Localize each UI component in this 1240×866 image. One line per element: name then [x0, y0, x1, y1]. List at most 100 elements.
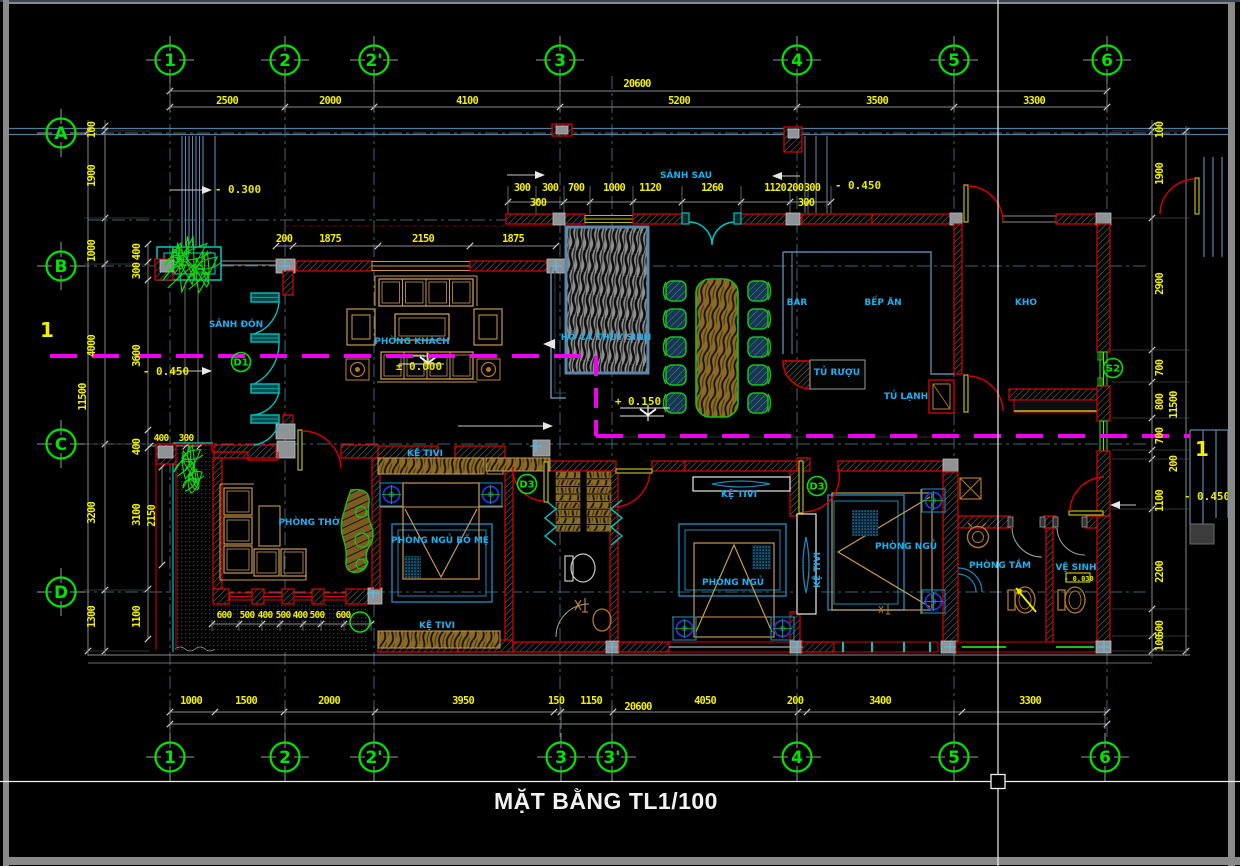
chrome-top-edge [3, 2, 1232, 4]
dim-label: 2000 [319, 95, 341, 107]
bed-quilt-patch [752, 545, 771, 569]
dim-label: 400 [293, 610, 309, 621]
column [785, 212, 801, 226]
tag-circle [1102, 357, 1124, 379]
bubble-label: 2 [279, 51, 291, 71]
l-sofa-cushion [223, 516, 253, 545]
column-cross [530, 440, 542, 452]
l-sofa-cushion-inner [226, 548, 250, 571]
dim-label: 3300 [1019, 695, 1041, 707]
column [1095, 212, 1112, 226]
door-arc [1069, 476, 1105, 512]
bed [693, 542, 775, 638]
dining-chair [747, 392, 769, 414]
altar-circle [355, 558, 367, 570]
dining-chair [665, 280, 687, 302]
chrome-left-edge[interactable] [3, 0, 9, 866]
chrome-bottom-edge[interactable] [3, 857, 1240, 865]
wall [1008, 388, 1099, 401]
wash-basin [592, 608, 612, 632]
dim-tick [158, 463, 166, 471]
wall [1096, 223, 1111, 353]
bubble-circle [154, 44, 186, 76]
dining-chair [747, 280, 769, 302]
bed-blanket-fold [404, 508, 478, 579]
wall [544, 460, 617, 472]
dim-tick [280, 708, 288, 716]
l-sofa-cushion [253, 548, 280, 577]
wall [371, 457, 381, 590]
column [532, 439, 551, 457]
bubble-circle [596, 741, 628, 773]
dining-chair-back [662, 365, 667, 385]
bubble-circle [269, 741, 301, 773]
plant [164, 241, 191, 274]
sofa-cushion-inner [452, 281, 471, 304]
side-table [476, 358, 501, 381]
dining-table [695, 278, 739, 418]
room-label: PHÒNG THỜ [278, 516, 340, 528]
level-label: - 0.450 [143, 365, 189, 378]
grid-bubble: B [37, 242, 85, 290]
dim-label: 200 [1168, 455, 1180, 472]
entry-door-arc [253, 422, 280, 446]
dim-label: 200 [787, 182, 804, 194]
dim-tick [466, 242, 474, 250]
column [552, 212, 566, 226]
room-label: PHÒNG TẮM [969, 558, 1031, 571]
wardrobe-tv [796, 513, 817, 615]
dim-label: 1875 [319, 233, 341, 245]
bubble-label: 2 [279, 748, 291, 768]
dining-chair-back [767, 281, 772, 301]
bubble-label: 4 [791, 748, 803, 768]
dim-label: 11500 [77, 383, 89, 411]
plant [184, 249, 221, 294]
wall [1085, 515, 1098, 529]
lamp [480, 361, 497, 378]
room-label: KỆ TIVI [812, 552, 823, 588]
coffee-table [394, 313, 450, 341]
dim-label: 1100 [1154, 490, 1166, 512]
column-cross [791, 641, 803, 653]
chrome-right-edge[interactable] [1228, 2, 1235, 866]
dim-tick [371, 708, 379, 716]
grid-bubble: 2 [261, 733, 309, 781]
stair-tread [586, 509, 612, 517]
l-sofa-cushion [223, 487, 253, 516]
rug-inner [833, 500, 899, 605]
lavabo-taps [967, 522, 987, 528]
altar-circle [354, 505, 368, 519]
fridge-inner-line [932, 383, 951, 410]
dim-label: 700 [568, 182, 585, 194]
dim-tick [374, 242, 382, 250]
dim-label: 1000 [603, 182, 625, 194]
bubble-label: 1 [164, 51, 176, 71]
dim-tick [144, 635, 152, 643]
bubble-circle [358, 741, 390, 773]
armchair-seat [351, 314, 371, 340]
dim-tick [144, 585, 152, 593]
grid-bubble: 3 [537, 733, 585, 781]
stair-tread [586, 494, 612, 502]
dim-label: 1300 [86, 606, 98, 628]
stair-tread [586, 524, 612, 532]
plant [182, 467, 205, 494]
wall [957, 515, 1011, 529]
bed-quilt-patch [852, 510, 878, 536]
bubble-circle [781, 741, 813, 773]
bubble-circle [45, 117, 77, 149]
pickbox[interactable] [990, 773, 1006, 790]
wall [801, 641, 835, 653]
grid-bubble: 3 [536, 36, 584, 84]
dim-label: 20600 [624, 701, 652, 713]
door-leaf [1194, 177, 1200, 215]
wall [212, 457, 223, 590]
section-mark-label: 1 [1195, 437, 1209, 461]
dim-label: 1260 [701, 182, 723, 194]
deck-boundary [155, 464, 177, 650]
stair-tread [555, 502, 581, 509]
door-leaf [1068, 510, 1104, 516]
outside-stair-line [1189, 429, 1229, 530]
